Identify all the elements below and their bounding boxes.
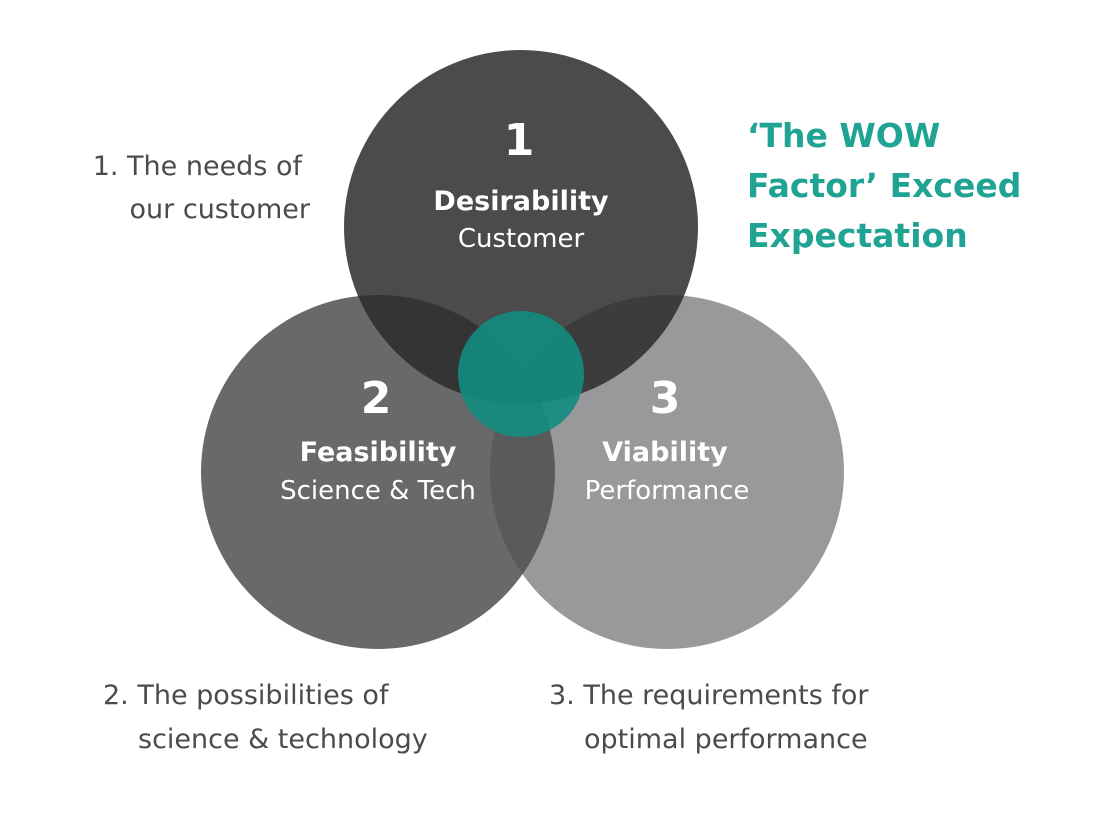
circle-desirability (344, 50, 698, 404)
note-3-line-2: optimal performance (584, 724, 868, 755)
circle-3-subtitle: Performance (585, 476, 750, 506)
center-intersection (458, 311, 584, 437)
circle-2-subtitle: Science & Tech (280, 476, 476, 506)
circle-3-number: 3 (650, 373, 681, 424)
note-2-line-2: science & technology (138, 724, 428, 755)
circle-2-number: 2 (361, 373, 392, 424)
circle-1-number: 1 (504, 115, 535, 166)
callout-line-2: Factor’ Exceed (747, 166, 1021, 205)
note-1-line-1: 1. The needs of (93, 151, 304, 182)
note-2-line-1: 2. The possibilities of (103, 680, 390, 711)
circle-2-title: Feasibility (300, 437, 457, 468)
circle-1-title: Desirability (433, 186, 609, 217)
callout-line-1: ‘The WOW (747, 116, 940, 155)
callout-line-3: Expectation (747, 216, 968, 255)
circle-3-title: Viability (602, 437, 728, 468)
note-3-line-1: 3. The requirements for (549, 680, 869, 711)
circle-1-subtitle: Customer (458, 224, 585, 254)
note-1-line-2: our customer (130, 194, 311, 225)
